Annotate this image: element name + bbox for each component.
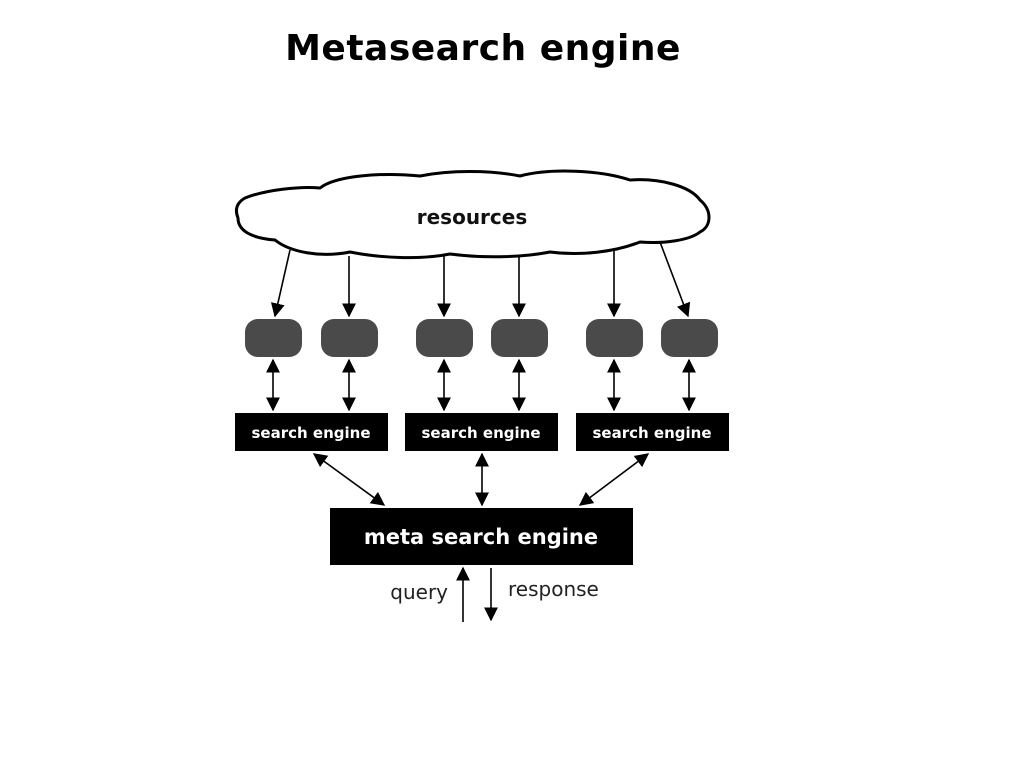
search-engine-box [576,413,729,451]
query-label: query [390,580,448,604]
resource-node [416,319,473,357]
search-engine-label: search engine [252,424,371,442]
arrow-cloud-node-1 [270,249,291,318]
resource-node [661,319,718,357]
cloud-to-node-arrows [270,241,691,318]
slide-title: Metasearch engine [285,28,681,69]
search-engine-box [235,413,388,451]
cloud-label: resources [417,205,528,229]
engine-meta-arrows [312,452,650,507]
resource-node [245,319,302,357]
search-engine-box [405,413,558,451]
meta-search-engine-box [330,508,633,565]
response-label: response [508,577,599,601]
search-engine-label: search engine [593,424,712,442]
resource-nodes [245,319,718,357]
resource-node [586,319,643,357]
search-engine-2: search engine [405,413,558,451]
arrow-cloud-node-6 [659,241,691,318]
meta-search-engine: meta search engine [330,508,633,565]
meta-search-engine-label: meta search engine [364,525,598,549]
node-engine-arrows [266,358,696,412]
arrow-engine-meta-3 [578,453,650,506]
resource-node [491,319,548,357]
resource-node [321,319,378,357]
query-response-arrows [456,566,498,622]
search-engine-1: search engine [235,413,388,451]
resources-cloud: resources [234,169,711,260]
arrow-engine-meta-1 [312,453,386,506]
search-engine-3: search engine [576,413,729,451]
search-engine-label: search engine [422,424,541,442]
cloud-shape [234,169,711,260]
